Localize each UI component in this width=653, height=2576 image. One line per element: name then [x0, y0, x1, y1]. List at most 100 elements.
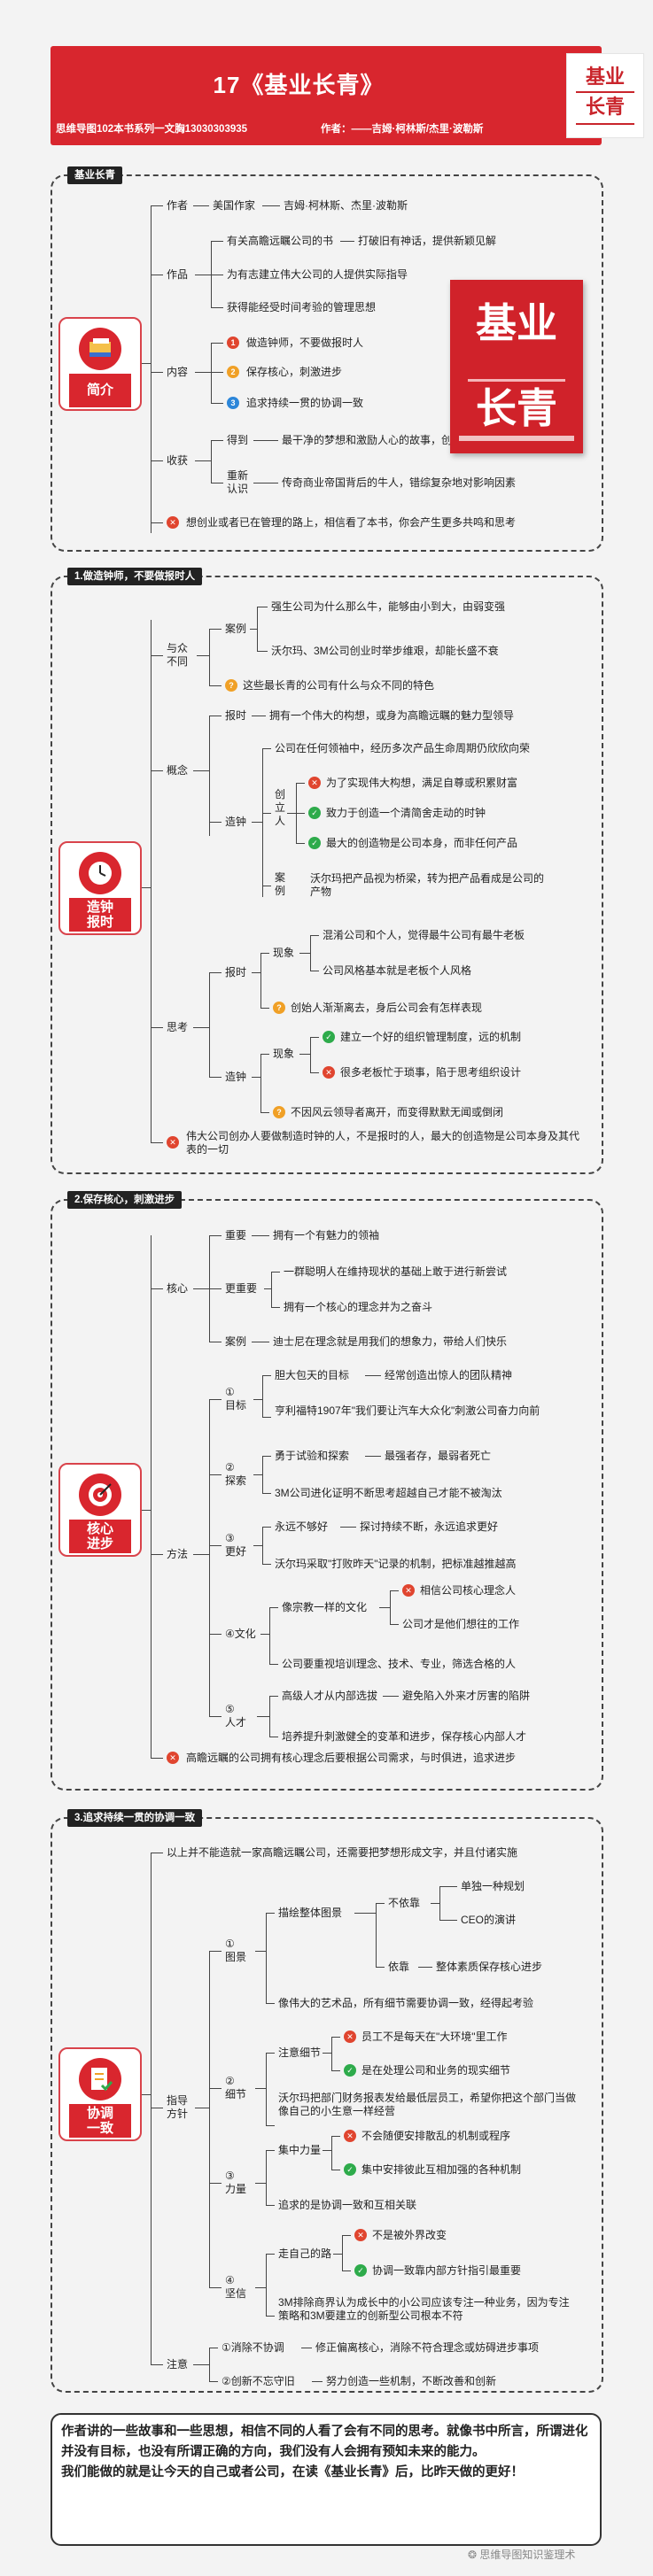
series-subtitle: 思维导图102本书系列一文胸13030303935 — [56, 124, 248, 135]
mindmap-node: 高瞻远瞩的公司拥有核心理念后要根据公司需求，与时俱进，追求进步 — [186, 1752, 517, 1764]
connector-line — [209, 1077, 222, 1078]
close-badge-icon: ✕ — [167, 1752, 179, 1764]
connector-line — [253, 1545, 262, 1546]
mindmap-node: 致力于创造一个清简舍走动的时钟 — [326, 807, 486, 819]
mindmap-node: 追求的是协调一致和互相关联 — [278, 2199, 417, 2211]
connector-line — [323, 2053, 331, 2054]
connector-line — [262, 1375, 271, 1376]
close-badge-icon: ✕ — [354, 2229, 367, 2241]
connector-line — [262, 1493, 271, 1494]
section-tag: 1.做造钟师，不要做报时人 — [67, 568, 203, 585]
checklist-icon — [79, 2058, 121, 2100]
mindmap-node: 报时 — [225, 709, 247, 722]
connector-line — [255, 1951, 266, 1952]
connector-line — [255, 2183, 266, 2184]
mindmap-node: 3M公司进化证明不断思考超越自己才能不被淘汰 — [275, 1487, 502, 1499]
section-core — [51, 1199, 603, 1791]
mindmap-node: 案 例 — [275, 871, 286, 897]
connector-line — [287, 813, 296, 814]
connector-line — [142, 363, 151, 364]
connector-line — [296, 843, 305, 844]
mindmap-node: 描绘整体图景 — [278, 1907, 343, 1919]
connector-line — [211, 372, 223, 373]
mindmap-node: 拥有一个伟大的构想，或身为高瞻远瞩的魅力型领导 — [269, 709, 515, 722]
mindmap-node: 依靠 — [388, 1961, 410, 1973]
mindmap-node: 注意 — [167, 2358, 189, 2371]
connector-line — [151, 372, 163, 373]
mindmap-node: 是在处理公司和业务的现实细节 — [361, 2064, 511, 2077]
bubble-icon: ❂ — [468, 2549, 480, 2561]
connector-line — [257, 1716, 269, 1717]
connector-line — [209, 685, 222, 686]
connector-line — [271, 1272, 280, 1273]
number-3-badge: 3 — [227, 397, 239, 409]
connector-line — [269, 1696, 270, 1737]
connector-line — [252, 972, 260, 973]
close-badge-icon: ✕ — [323, 1066, 335, 1079]
connector-line — [262, 1456, 271, 1457]
connector-line — [266, 2150, 275, 2151]
connector-line — [418, 1967, 432, 1968]
connector-line — [310, 935, 311, 971]
card-align: 协调 一致 — [58, 2047, 142, 2141]
mindmap-node: 不会随便安排散乱的机制或程序 — [361, 2130, 511, 2142]
check-badge-icon: ✓ — [308, 807, 321, 819]
connector-line — [266, 2003, 275, 2004]
connector-line — [193, 205, 209, 206]
connector-line — [209, 1399, 222, 1400]
connector-line — [262, 1527, 263, 1564]
connector-line — [193, 2364, 209, 2365]
connector-line — [266, 2254, 275, 2255]
mindmap-node: ④ 坚信 — [225, 2274, 247, 2300]
close-badge-icon: ✕ — [167, 516, 179, 529]
section-tag: 基业长青 — [67, 166, 122, 184]
connector-line — [262, 813, 271, 814]
connector-line — [151, 1554, 163, 1555]
connector-line — [211, 241, 212, 307]
connector-line — [252, 822, 262, 823]
close-badge-icon: ✕ — [308, 777, 321, 789]
mindmap-node: 沃尔玛采取"打败昨天"记录的机制，把标准越推越高 — [275, 1558, 517, 1570]
mindmap-node: 走自己的路 — [278, 2247, 332, 2260]
mindmap-node: 拥有一个有魅力的领袖 — [273, 1229, 380, 1242]
mindmap-node: 不依靠 — [388, 1897, 421, 1909]
mindmap-node: 内容 — [167, 366, 189, 378]
mindmap-node: 这些最长青的公司有什么与众不同的特色 — [243, 679, 435, 692]
connector-line — [365, 1375, 381, 1376]
mindmap-node: 集中力量 — [278, 2144, 322, 2156]
mindmap-node: 员工不是每天在"大环境"里工作 — [361, 2031, 508, 2043]
card-intro: 简介 — [58, 317, 142, 411]
mindmap-node: 核心 — [167, 1282, 189, 1295]
connector-line — [331, 2136, 332, 2170]
mindmap-node: 获得能经受时间考验的管理思想 — [227, 301, 377, 313]
mindmap-node: 美国作家 — [213, 199, 256, 212]
mindmap-node: 报时 — [225, 966, 247, 979]
book-cover-small: 基业 长青 — [566, 53, 644, 138]
question-badge-icon: ? — [225, 679, 237, 692]
connector-line — [390, 1624, 399, 1625]
connector-line — [271, 1272, 272, 1307]
connector-line — [312, 2381, 323, 2382]
connector-line — [365, 1456, 381, 1457]
connector-line — [257, 607, 258, 651]
connector-line — [209, 1399, 210, 1716]
target-icon — [79, 1474, 121, 1516]
connector-line — [310, 1037, 319, 1038]
mindmap-node: 沃尔玛把产品视为桥梁，转为把产品看成是公司的产物 — [310, 872, 545, 898]
mindmap-node: 最大的创造物是公司本身，而非任何产品 — [326, 837, 518, 849]
mindmap-node: 3M排除商界认为成长中的小公司应该专注一种业务，因为专注策略和3M要建立的创新型… — [278, 2296, 570, 2322]
mindmap-node: ② 探索 — [225, 1461, 247, 1487]
mindmap-node: 整体素质保存核心进步 — [436, 1961, 543, 1973]
connector-line — [262, 748, 271, 749]
connector-line — [266, 2254, 267, 2316]
mindmap-node: 单独一种规划 — [461, 1880, 525, 1892]
connector-line — [209, 2183, 222, 2184]
connector-line — [193, 770, 209, 771]
connector-line — [271, 1307, 280, 1308]
connector-line — [151, 2364, 163, 2365]
mindmap-node: 作品 — [167, 268, 189, 281]
connector-line — [431, 1903, 439, 1904]
connector-line — [262, 1375, 263, 1417]
section-clock — [51, 576, 603, 1174]
mindmap-node: 沃尔玛、3M公司创业时举步维艰，却能长盛不衰 — [271, 645, 499, 657]
